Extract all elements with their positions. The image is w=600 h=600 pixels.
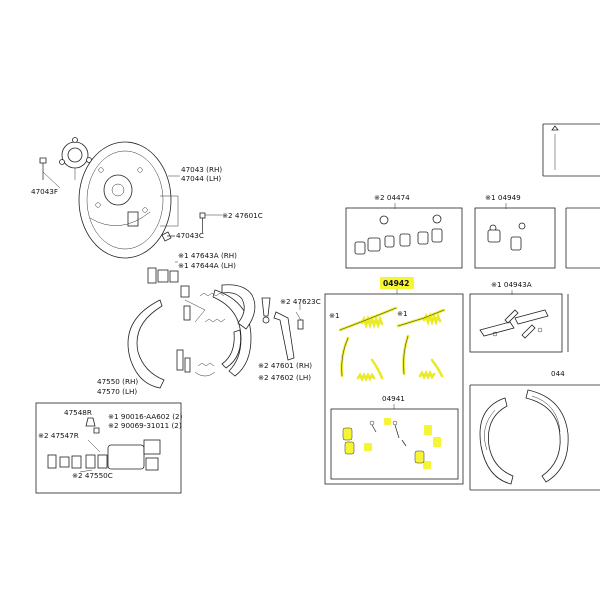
highlighted-hardware-04941 xyxy=(343,418,441,469)
label-47643a: ※1 47643A (RH) xyxy=(178,251,237,260)
label-47601c: ※2 47601C xyxy=(222,211,263,220)
label-04941: 04941 xyxy=(382,394,405,403)
springs-outline-04942 xyxy=(339,307,445,377)
highlight-04942-label xyxy=(380,277,414,289)
label-90069: ※2 90069-31011 (2) xyxy=(108,421,182,430)
right-brake-shoes xyxy=(479,389,569,485)
highlighted-springs-04942 xyxy=(338,306,446,382)
label-47602: ※2 47602 (LH) xyxy=(258,373,311,382)
bleeder-47043c xyxy=(161,231,175,242)
label-47550c: ※2 47550C xyxy=(72,471,113,480)
parts-04949 xyxy=(487,222,526,251)
clipped-box-top-right xyxy=(542,123,600,177)
label-47550: 47550 (RH) xyxy=(97,377,138,386)
label-04949: ※1 04949 xyxy=(485,193,521,202)
label-47644a: ※1 47644A (LH) xyxy=(178,261,236,270)
parts-04474 xyxy=(354,214,443,255)
backing-plate xyxy=(78,141,172,259)
parking-lever xyxy=(261,297,304,361)
label-47043c: 47043C xyxy=(176,231,204,240)
box-04474 xyxy=(345,207,463,269)
wheel-cylinder-parts xyxy=(47,417,161,473)
label-04942-star-left: ※1 xyxy=(329,311,340,320)
bolt-47043f xyxy=(39,157,61,189)
label-47601: ※2 47601 (RH) xyxy=(258,361,312,370)
label-47044: 47044 (LH) xyxy=(181,174,221,183)
label-04942-star-right: ※1 xyxy=(397,309,408,318)
box-04943a xyxy=(469,293,563,353)
box-04942 xyxy=(324,293,464,485)
label-04942: 04942 xyxy=(383,279,409,288)
label-90016: ※1 90016-AA602 (2) xyxy=(108,412,183,421)
label-47570: 47570 (LH) xyxy=(97,387,137,396)
box-wheel-cylinder xyxy=(35,402,182,494)
parts-04943a xyxy=(479,309,549,339)
hardware-outline-04941 xyxy=(342,420,425,464)
label-044-truncated: 044 xyxy=(551,369,565,378)
label-47043: 47043 (RH) xyxy=(181,165,222,174)
label-47043f: 47043F xyxy=(31,187,58,196)
hub-flange xyxy=(59,137,92,180)
label-47548r: 47548R xyxy=(64,408,92,417)
bolt-47601c xyxy=(199,212,222,233)
wheel-cylinder-top xyxy=(147,261,190,298)
label-04943a: ※1 04943A xyxy=(491,280,532,289)
box-04949 xyxy=(474,207,556,269)
label-47623c: ※2 47623C xyxy=(280,297,321,306)
box-04941 xyxy=(330,408,459,480)
label-04474: ※2 04474 xyxy=(374,193,410,202)
left-brake-shoes xyxy=(127,284,256,389)
label-47547r: ※2 47547R xyxy=(38,431,79,440)
